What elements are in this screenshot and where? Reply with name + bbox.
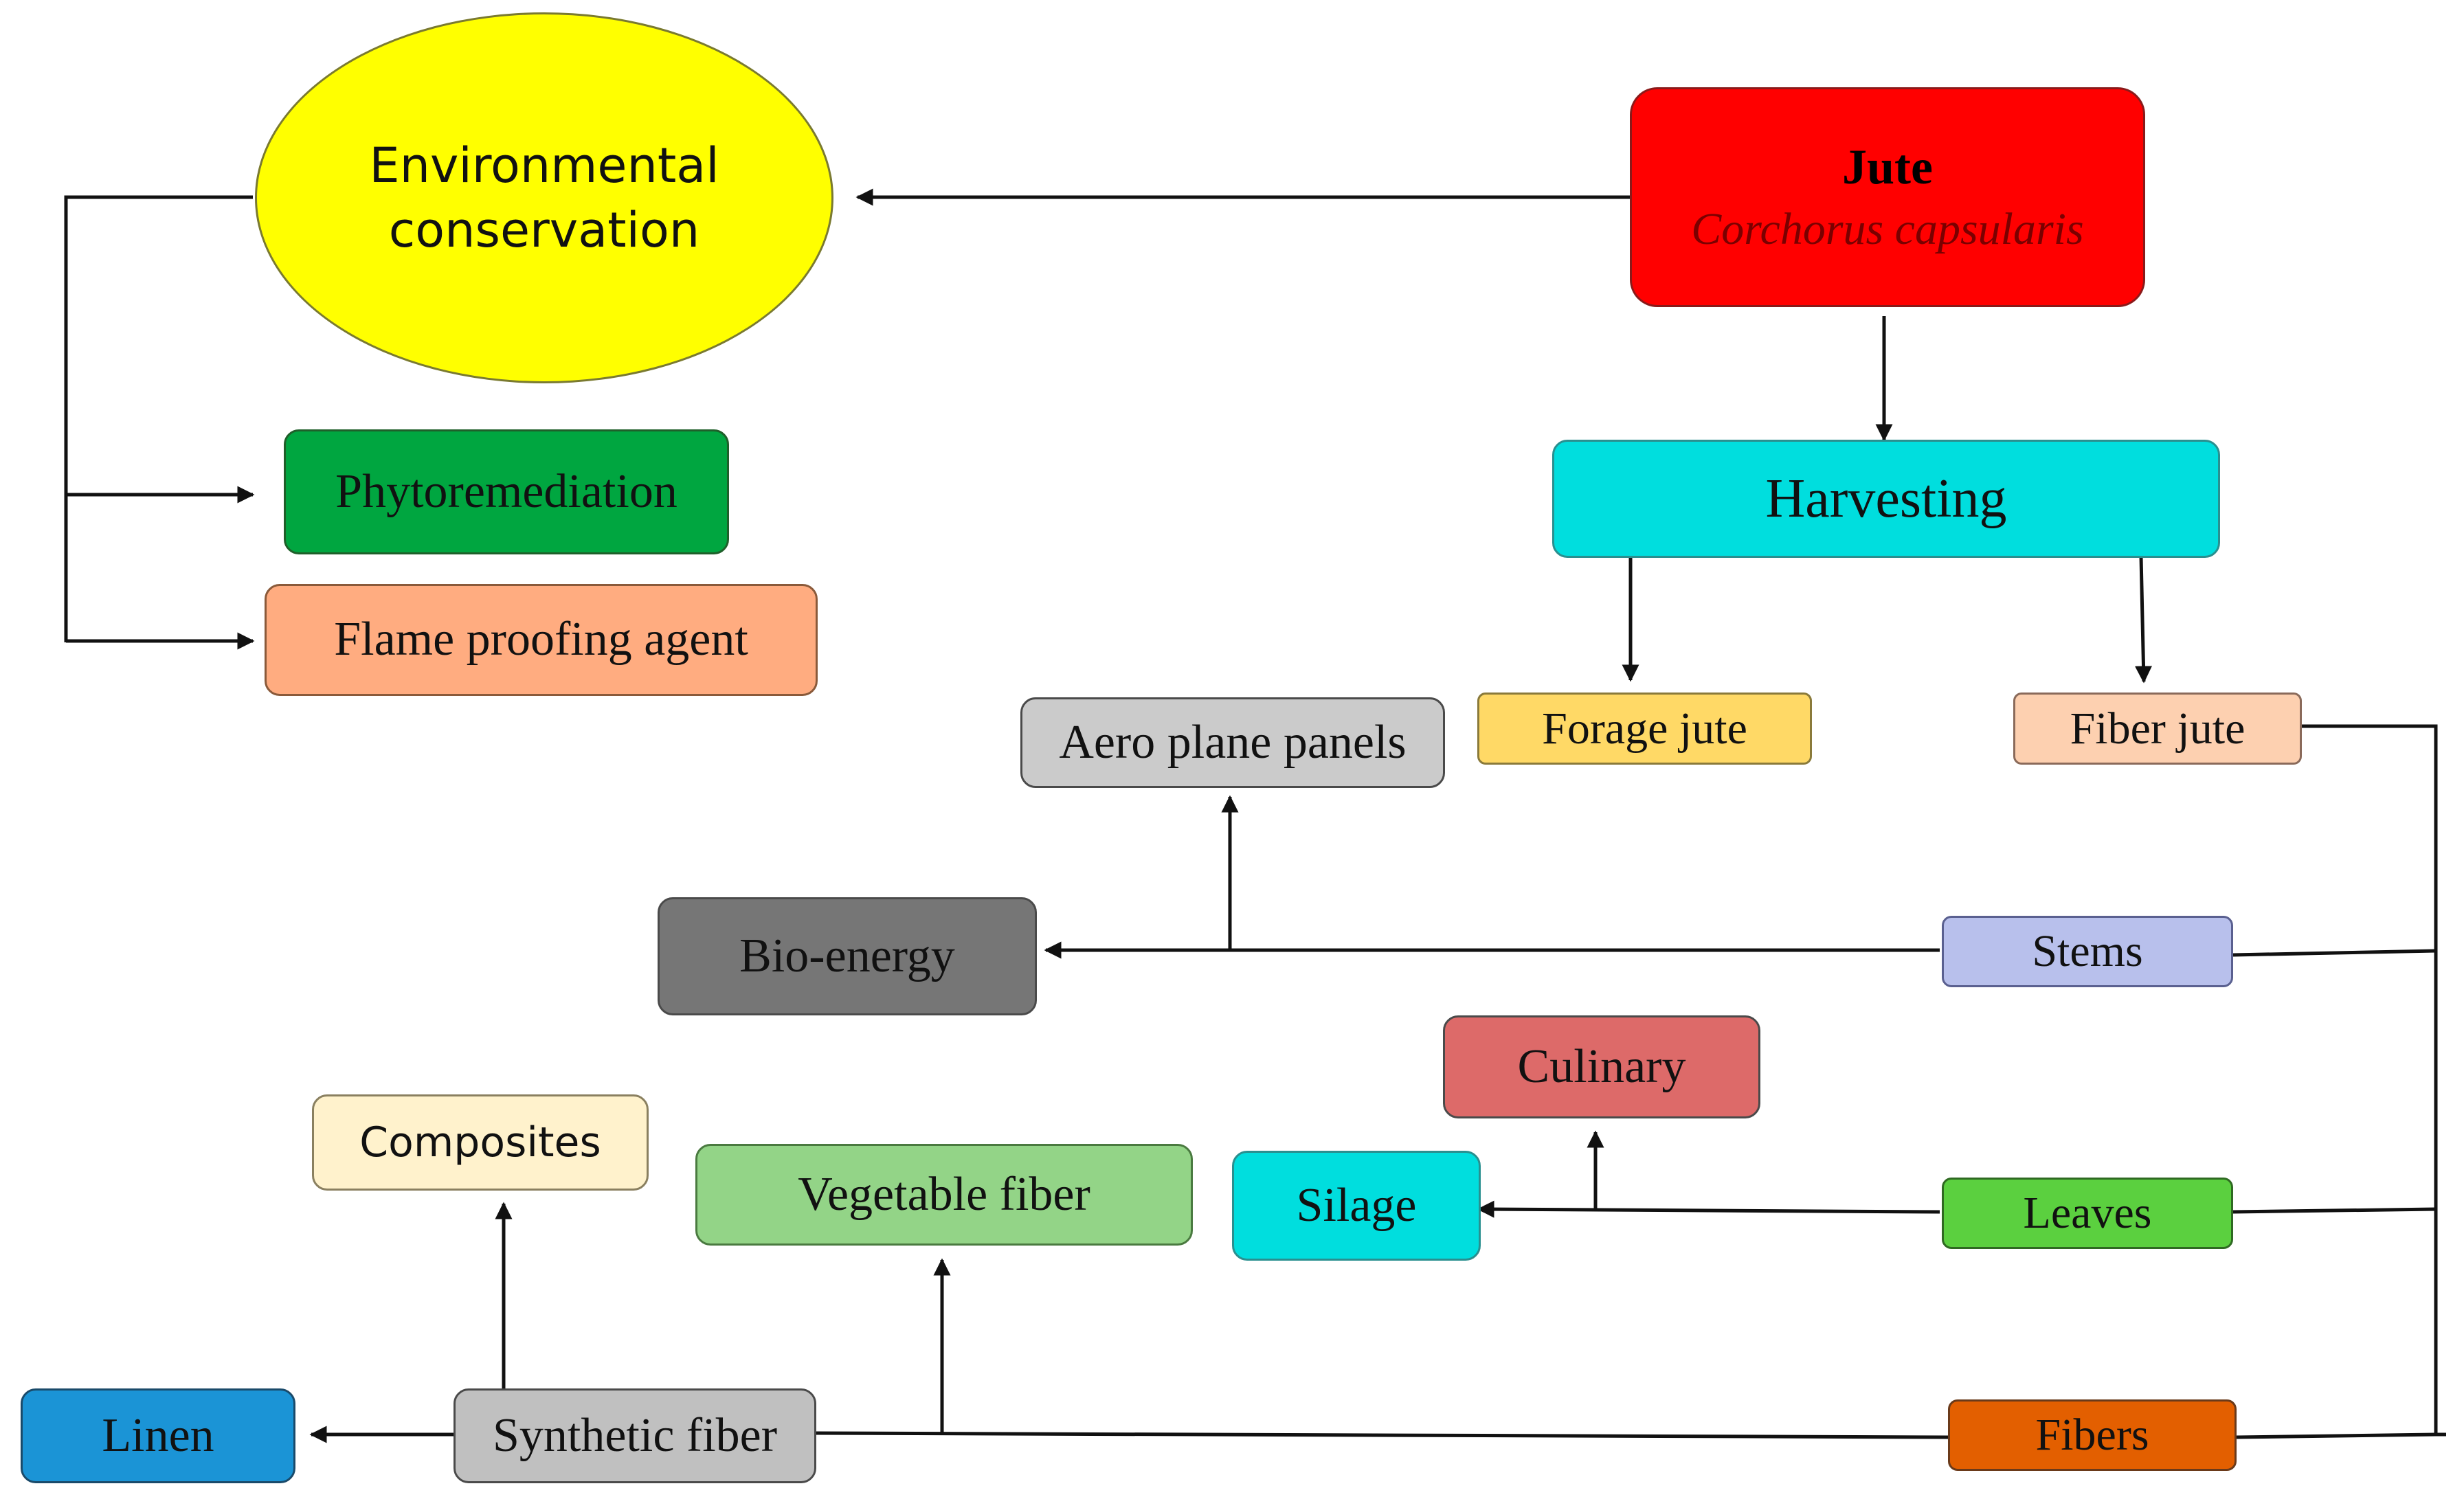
aero-plane-panels-node: Aero plane panels: [1020, 697, 1445, 788]
line-bracket-to-stems: [2232, 949, 2437, 957]
environmental-label-line2: conservation: [388, 202, 700, 258]
vegetable-fiber-node: Vegetable fiber: [695, 1144, 1193, 1246]
flame-proofing-agent-node: Flame proofing agent: [265, 584, 818, 696]
fiber-jute-label: Fiber jute: [2070, 703, 2245, 754]
harvesting-label: Harvesting: [1765, 469, 2007, 529]
stems-node: Stems: [1942, 916, 2233, 987]
culinary-label: Culinary: [1517, 1039, 1686, 1093]
phytoremediation-node: Phytoremediation: [284, 429, 729, 554]
forage-jute-label: Forage jute: [1542, 703, 1747, 754]
leaves-label: Leaves: [2023, 1188, 2152, 1239]
composites-label: Composites: [359, 1118, 601, 1167]
environmental-label-line1: Environmental: [369, 137, 719, 194]
fibers-label: Fibers: [2035, 1410, 2149, 1461]
harvesting-node: Harvesting: [1552, 440, 2220, 558]
fibers-node: Fibers: [1948, 1399, 2237, 1471]
jute-node: Jute Corchorus capsularis: [1630, 87, 2145, 307]
fiber-jute-node: Fiber jute: [2013, 693, 2302, 765]
synthetic-fiber-label: Synthetic fiber: [492, 1408, 778, 1462]
line-environmental-bracket: [64, 195, 253, 642]
line-fibers-to-synthetic: [816, 1431, 1949, 1439]
stems-label: Stems: [2032, 926, 2143, 977]
jute-title: Jute: [1842, 139, 1933, 194]
forage-jute-node: Forage jute: [1477, 693, 1812, 765]
bio-energy-node: Bio-energy: [658, 897, 1037, 1015]
synthetic-fiber-node: Synthetic fiber: [453, 1388, 816, 1483]
bio-energy-label: Bio-energy: [739, 929, 955, 982]
environmental-conservation-node: Environmental conservation: [255, 12, 833, 383]
aero-plane-panels-label: Aero plane panels: [1059, 715, 1407, 769]
composites-node: Composites: [312, 1094, 649, 1191]
arrow-leaves-to-silage: [1477, 1200, 1940, 1218]
arrow-harvesting-to-fiber-jute: [2135, 556, 2153, 684]
linen-label: Linen: [102, 1408, 214, 1462]
line-bracket-to-leaves: [2232, 1207, 2437, 1214]
jute-species: Corchorus capsularis: [1691, 204, 2084, 255]
culinary-node: Culinary: [1443, 1015, 1760, 1118]
vegetable-fiber-label: Vegetable fiber: [798, 1167, 1090, 1221]
linen-node: Linen: [21, 1388, 295, 1483]
silage-node: Silage: [1232, 1151, 1481, 1261]
leaves-node: Leaves: [1942, 1178, 2233, 1249]
silage-label: Silage: [1296, 1178, 1417, 1232]
line-bracket-to-fibers: [2236, 1432, 2437, 1439]
flame-proofing-label: Flame proofing agent: [334, 613, 748, 666]
phytoremediation-label: Phytoremediation: [335, 464, 677, 518]
line-fiber-jute-bracket: [2300, 724, 2446, 1437]
